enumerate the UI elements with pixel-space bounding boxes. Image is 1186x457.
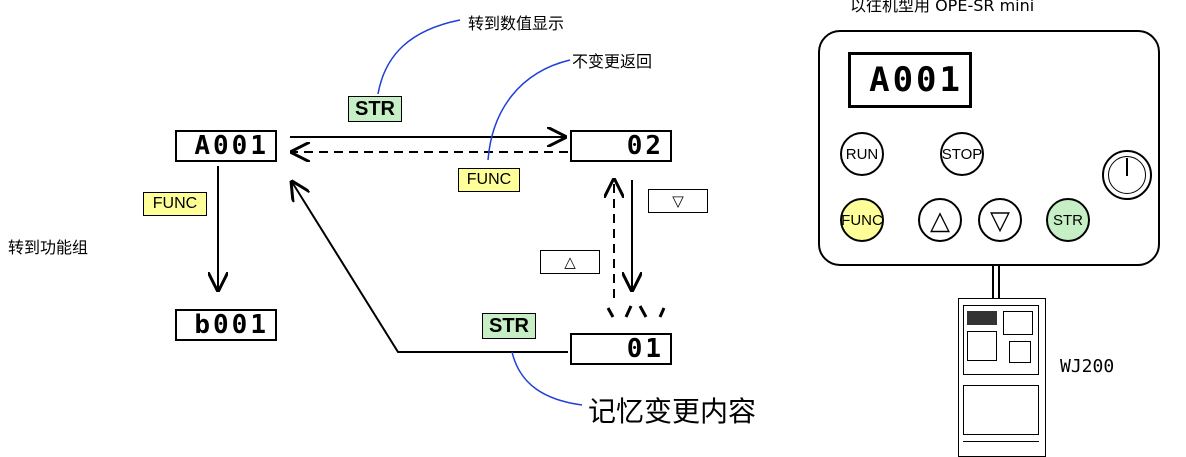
up-key: △ [540, 250, 600, 274]
display-value-02: 02 [570, 130, 672, 162]
display-b001: b001 [175, 309, 277, 341]
arrow-store-return [292, 182, 568, 353]
leader-store [511, 351, 583, 406]
blink-marks [606, 305, 666, 318]
str-button[interactable]: STR [1046, 198, 1090, 242]
panel-caption: 以往机型用 OPE-SR mini [850, 0, 1035, 15]
inverter-model-label: WJ200 [1060, 356, 1115, 377]
func-button[interactable]: FUNC [840, 198, 884, 242]
operator-panel: A001 RUN STOP FUNC △ ▽ STR [818, 30, 1160, 266]
potentiometer-knob-icon[interactable] [1102, 150, 1152, 200]
label-no-change-return: 不变更返回 [572, 52, 653, 71]
panel-display: A001 [848, 52, 972, 108]
inverter-icon [958, 298, 1046, 457]
leader-no-change [487, 59, 571, 161]
up-button[interactable]: △ [918, 198, 962, 242]
func-key-left: FUNC [143, 192, 207, 216]
run-button[interactable]: RUN [840, 132, 884, 176]
leader-to-value [377, 19, 461, 95]
down-button[interactable]: ▽ [978, 198, 1022, 242]
down-key: ▽ [648, 189, 708, 213]
str-key-bottom: STR [482, 313, 536, 339]
display-a001: A001 [175, 130, 277, 162]
stop-button[interactable]: STOP [940, 132, 984, 176]
label-to-value-display: 转到数值显示 [468, 14, 565, 33]
label-store-change: 记忆变更内容 [588, 395, 757, 428]
display-value-01: 01 [570, 333, 672, 365]
label-to-function-group: 转到功能组 [8, 238, 89, 257]
func-key-mid: FUNC [458, 168, 520, 192]
str-key-top: STR [348, 96, 402, 122]
